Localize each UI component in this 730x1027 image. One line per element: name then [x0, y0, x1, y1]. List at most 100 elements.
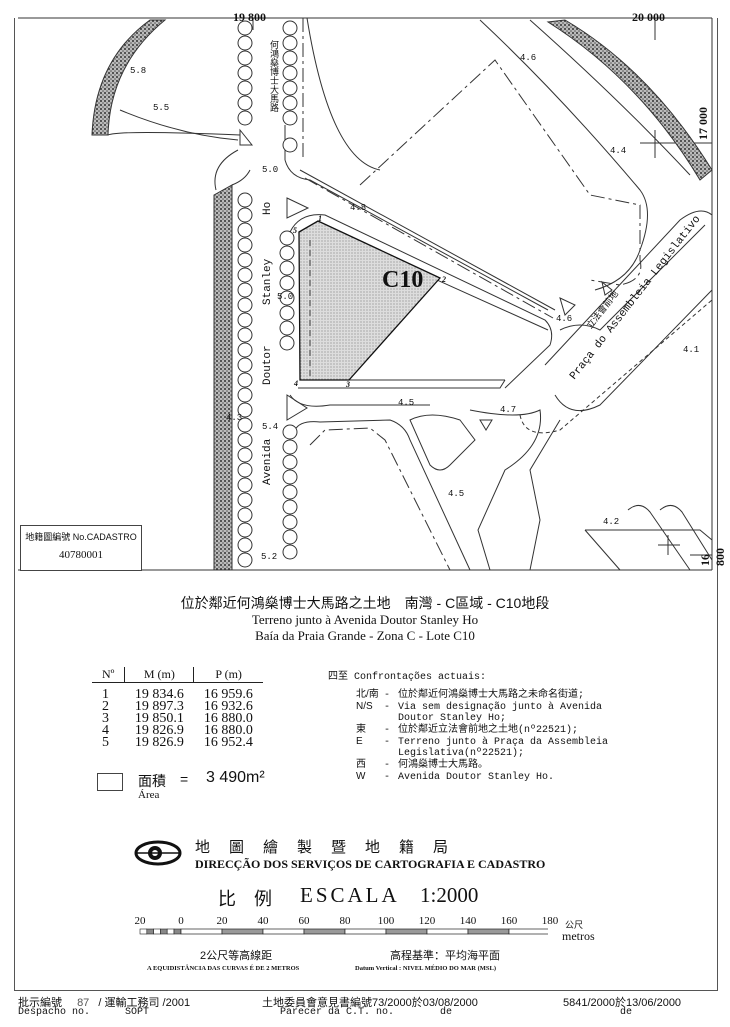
hatched-embankment — [213, 184, 233, 571]
direction: 西 — [356, 759, 366, 770]
tree-symbol — [237, 492, 253, 508]
tree-symbol — [237, 447, 253, 463]
tree-symbol — [237, 342, 253, 358]
tree-symbol — [279, 290, 295, 306]
scale-tick-label: 0 — [178, 915, 184, 927]
col-header: P (m) — [193, 667, 263, 683]
scale-segment — [160, 928, 168, 935]
tree-symbol — [237, 267, 253, 283]
tree-symbol — [237, 95, 253, 111]
tree-symbol — [282, 544, 298, 560]
scale-segment — [221, 928, 264, 935]
elevation-label: 4.5 — [398, 398, 415, 408]
tree-symbol — [237, 35, 253, 51]
hatched-embankment — [546, 19, 713, 181]
grid-label-y-bottom: 16 800 — [698, 548, 727, 566]
parecer-label: Parecer da C.T. no. — [280, 1007, 395, 1018]
tree-symbol — [237, 522, 253, 538]
coordinate-cell: 16 880.0 — [203, 723, 253, 738]
coordinate-cell: 19 850.1 — [134, 711, 184, 726]
scale-tick-label: 180 — [541, 915, 559, 927]
coordinate-cell: 5 — [102, 735, 109, 750]
tree-symbol — [237, 252, 253, 268]
tree-symbol — [282, 137, 298, 153]
confrontation-item: 東-位於鄰近立法會前地之土地(nº22521); — [356, 724, 579, 736]
parecer-number: 73/2000 — [372, 997, 412, 1009]
direction: 北/南 — [356, 689, 379, 700]
tree-symbol — [279, 260, 295, 276]
elevation-label: 5.2 — [261, 552, 278, 562]
tree-symbol — [282, 20, 298, 36]
tree-symbol — [237, 110, 253, 126]
confrontation-item: Doutor Stanley Ho; — [356, 713, 608, 724]
confrontation-text: Legislativa(nº22521); — [398, 748, 525, 759]
elevation-label: 4.5 — [448, 489, 465, 499]
vertex-label: 3 — [346, 380, 350, 389]
tree-symbol — [279, 320, 295, 336]
tree-symbol — [237, 312, 253, 328]
grid-label-y-top: 17 000 — [696, 107, 710, 140]
coordinate-cell: 16 959.6 — [203, 687, 253, 702]
de-cn: 於 — [411, 997, 423, 1009]
tree-symbol — [237, 417, 253, 433]
confrontation-item: E-Terreno junto à Praça da Assembleia — [356, 736, 609, 748]
tree-symbol — [282, 529, 298, 545]
confrontation-text: Avenida Doutor Stanley Ho. — [398, 772, 555, 783]
col-header: Nº — [92, 667, 125, 683]
confrontation-item: 西-何鴻燊博士大馬路。 — [356, 759, 488, 771]
de-cn: 於 — [615, 997, 626, 1009]
street-name-word: Ho — [262, 201, 274, 215]
tree-symbol — [279, 230, 295, 246]
elevation-label: 5.0 — [277, 292, 294, 302]
tree-symbol — [282, 35, 298, 51]
tree-symbol — [237, 387, 253, 403]
title-line3: Baía da Praia Grande - Zona C - Lote C10 — [255, 628, 475, 643]
scale-segment — [139, 928, 148, 935]
cadastro-label: 地籍圖編號 No.CADASTRO — [25, 532, 137, 542]
tree-symbol — [282, 484, 298, 500]
confrontations-heading: Confrontações actuais: — [354, 672, 487, 683]
footer-despacho-cn: 批示編號 87 / 運輸工務司 /2001 — [18, 994, 190, 1010]
col-header: M (m) — [124, 667, 194, 683]
direction: W — [356, 771, 366, 782]
tree-symbol — [237, 552, 253, 568]
tree-rows — [237, 20, 298, 568]
scale-segment — [146, 928, 154, 935]
footer-parecer-cn: 土地委員會意見書編號73/2000於03/08/2000 — [262, 994, 478, 1010]
tree-symbol — [237, 282, 253, 298]
coordinate-cell: 19 834.6 — [134, 687, 184, 702]
coordinate-cell: 16 880.0 — [203, 711, 253, 726]
area-legend-swatch — [97, 773, 123, 791]
scale-tick-label: 140 — [459, 915, 477, 927]
tree-symbol — [237, 297, 253, 313]
tree-symbol — [282, 514, 298, 530]
elevation-label: 5.5 — [153, 103, 170, 113]
parecer-label-cn: 土地委員會意見書編號 — [262, 997, 372, 1009]
confrontations-heading-cn: 四至 — [328, 671, 348, 682]
tree-symbol — [237, 372, 253, 388]
elevation-label: 4.6 — [520, 53, 537, 63]
scale-unit-cn: 公尺 — [565, 920, 584, 930]
coordinate-cell: 2 — [102, 699, 109, 714]
contour-note: A EQUIDISTÂNCIA DAS CURVAS É DE 2 METROS — [147, 965, 300, 972]
tree-symbol — [237, 207, 253, 223]
tree-symbol — [237, 20, 253, 36]
confrontation-item: Legislativa(nº22521); — [356, 748, 608, 759]
coordinate-cell: 16 932.6 — [203, 699, 253, 714]
scale-bar — [139, 928, 548, 935]
tree-symbol — [282, 50, 298, 66]
tree-symbol — [279, 245, 295, 261]
elevation-label: 4.6 — [556, 314, 573, 324]
tree-symbol — [237, 477, 253, 493]
street-name-word: Avenida — [262, 438, 274, 485]
elevation-label: 5.8 — [130, 66, 147, 76]
scale-segment — [303, 928, 346, 935]
confrontation-text: Doutor Stanley Ho; — [398, 713, 507, 724]
scale-label: ESCALA — [300, 883, 400, 907]
street-name-word: Doutor — [262, 345, 274, 385]
